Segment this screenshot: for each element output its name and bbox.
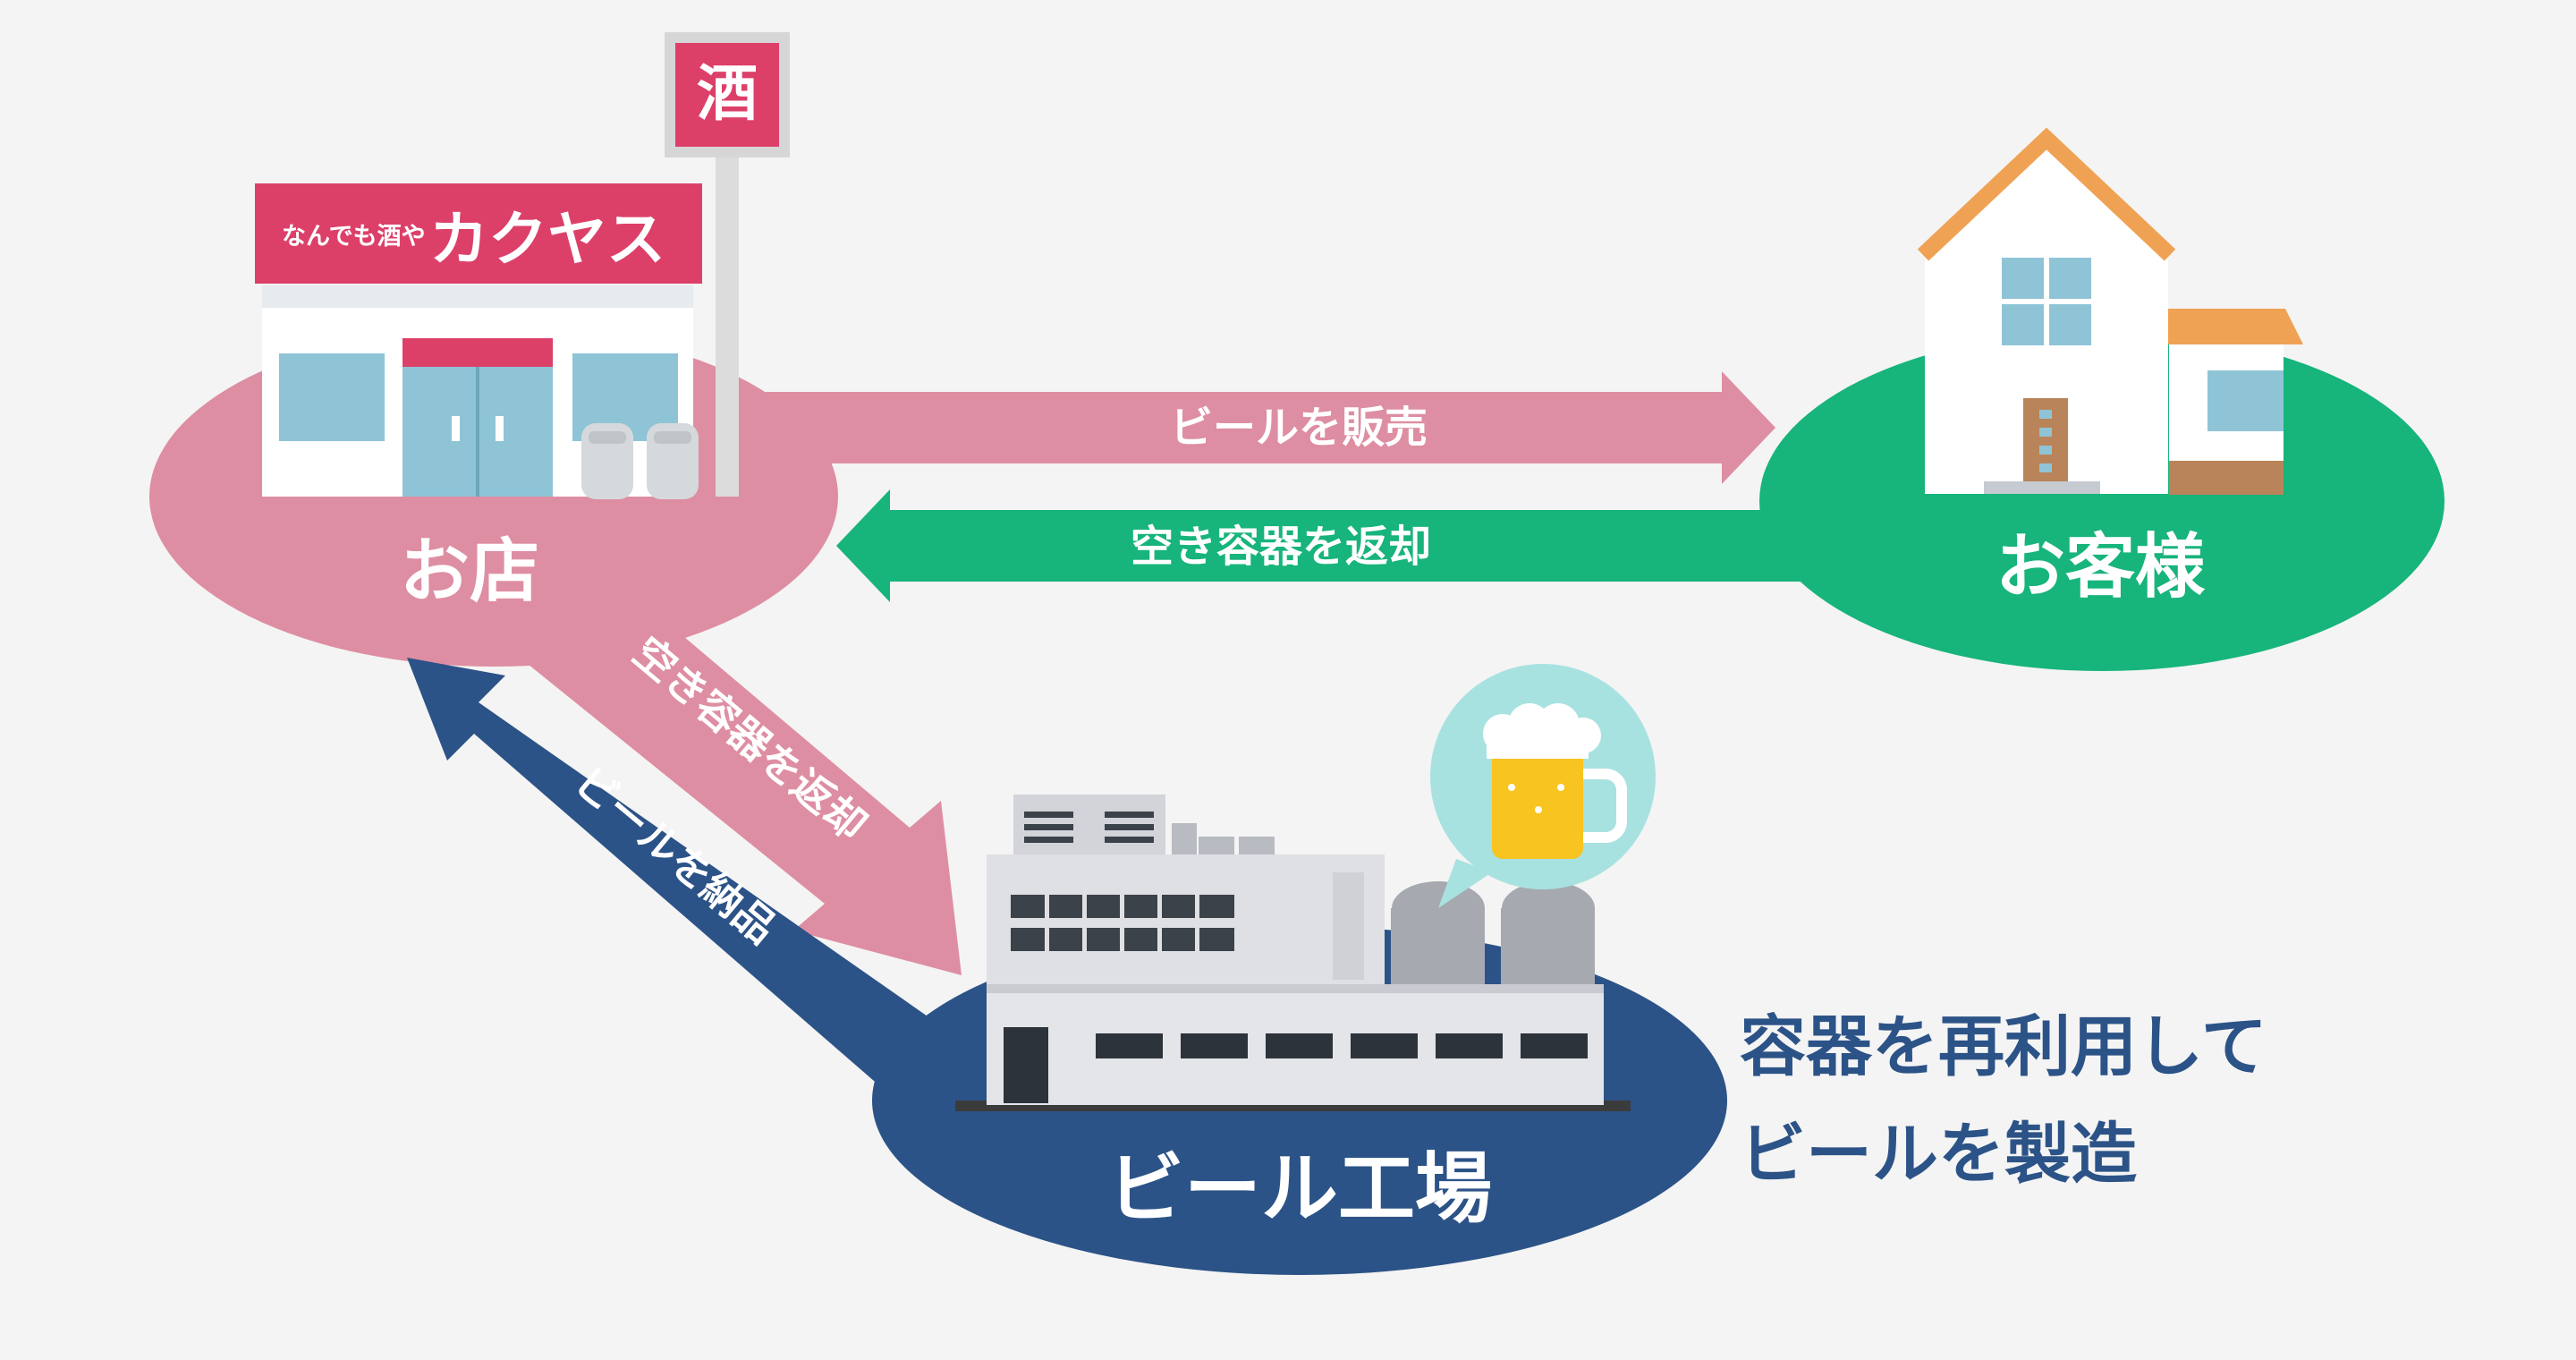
- arrow-label-sell: ビールを販売: [1170, 403, 1428, 453]
- arrow-customer-to-shop: [836, 489, 1807, 602]
- shop-sign-big: カクヤス: [429, 205, 665, 274]
- customer-label: お客様: [1996, 527, 2206, 608]
- arrow-shop-to-customer: [716, 371, 1775, 484]
- factory-label: ビール工場: [1107, 1144, 1492, 1234]
- caption-line-1: 容器を再利用して: [1740, 1008, 2267, 1085]
- shop-sign-small: なんでも酒や: [282, 223, 426, 251]
- pole-sign-text: 酒: [697, 59, 758, 130]
- shop-label: お店: [400, 531, 539, 612]
- arrow-label-return-to-shop: 空き容器を返却: [1131, 522, 1431, 572]
- arrow-factory-to-shop: [407, 658, 939, 1087]
- arrow-shop-to-factory: [514, 573, 962, 975]
- shop-icon: 酒 なんでも酒や カクヤス: [255, 32, 790, 499]
- beer-mug-icon: [1430, 664, 1656, 908]
- factory-icon: [955, 795, 1631, 1111]
- house-icon: [1917, 127, 2303, 495]
- caption-line-2: ビールを製造: [1740, 1116, 2137, 1193]
